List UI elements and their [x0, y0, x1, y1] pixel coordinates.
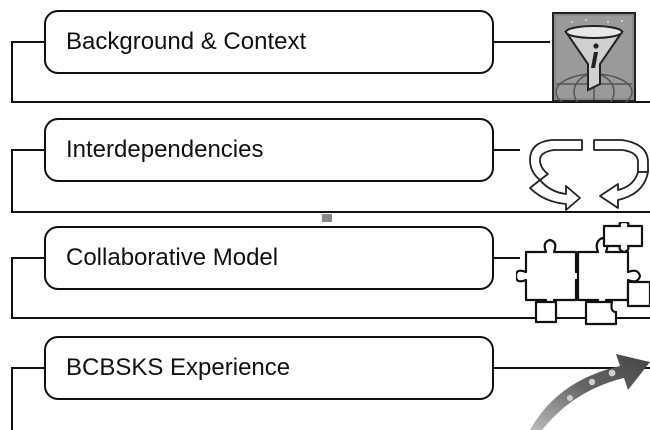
section-label-collaborative-model: Collaborative Model [66, 244, 279, 271]
cycle-arrows-icon [529, 139, 649, 211]
section-label-interdependencies: Interdependencies [66, 136, 264, 163]
section-label-bcbsks-experience: BCBSKS Experience [66, 354, 291, 381]
section-label-background-context: Background & Context [66, 28, 307, 55]
divider-marker [322, 214, 332, 222]
section-box-interdependencies: Interdependencies [44, 118, 494, 182]
section-box-background-context: Background & Context [44, 10, 494, 74]
rising-arrow-icon [530, 354, 650, 430]
section-box-collaborative-model: Collaborative Model [44, 226, 494, 290]
puzzle-pieces-icon [516, 222, 650, 326]
funnel-info-icon [552, 12, 636, 102]
section-box-bcbsks-experience: BCBSKS Experience [44, 336, 494, 400]
